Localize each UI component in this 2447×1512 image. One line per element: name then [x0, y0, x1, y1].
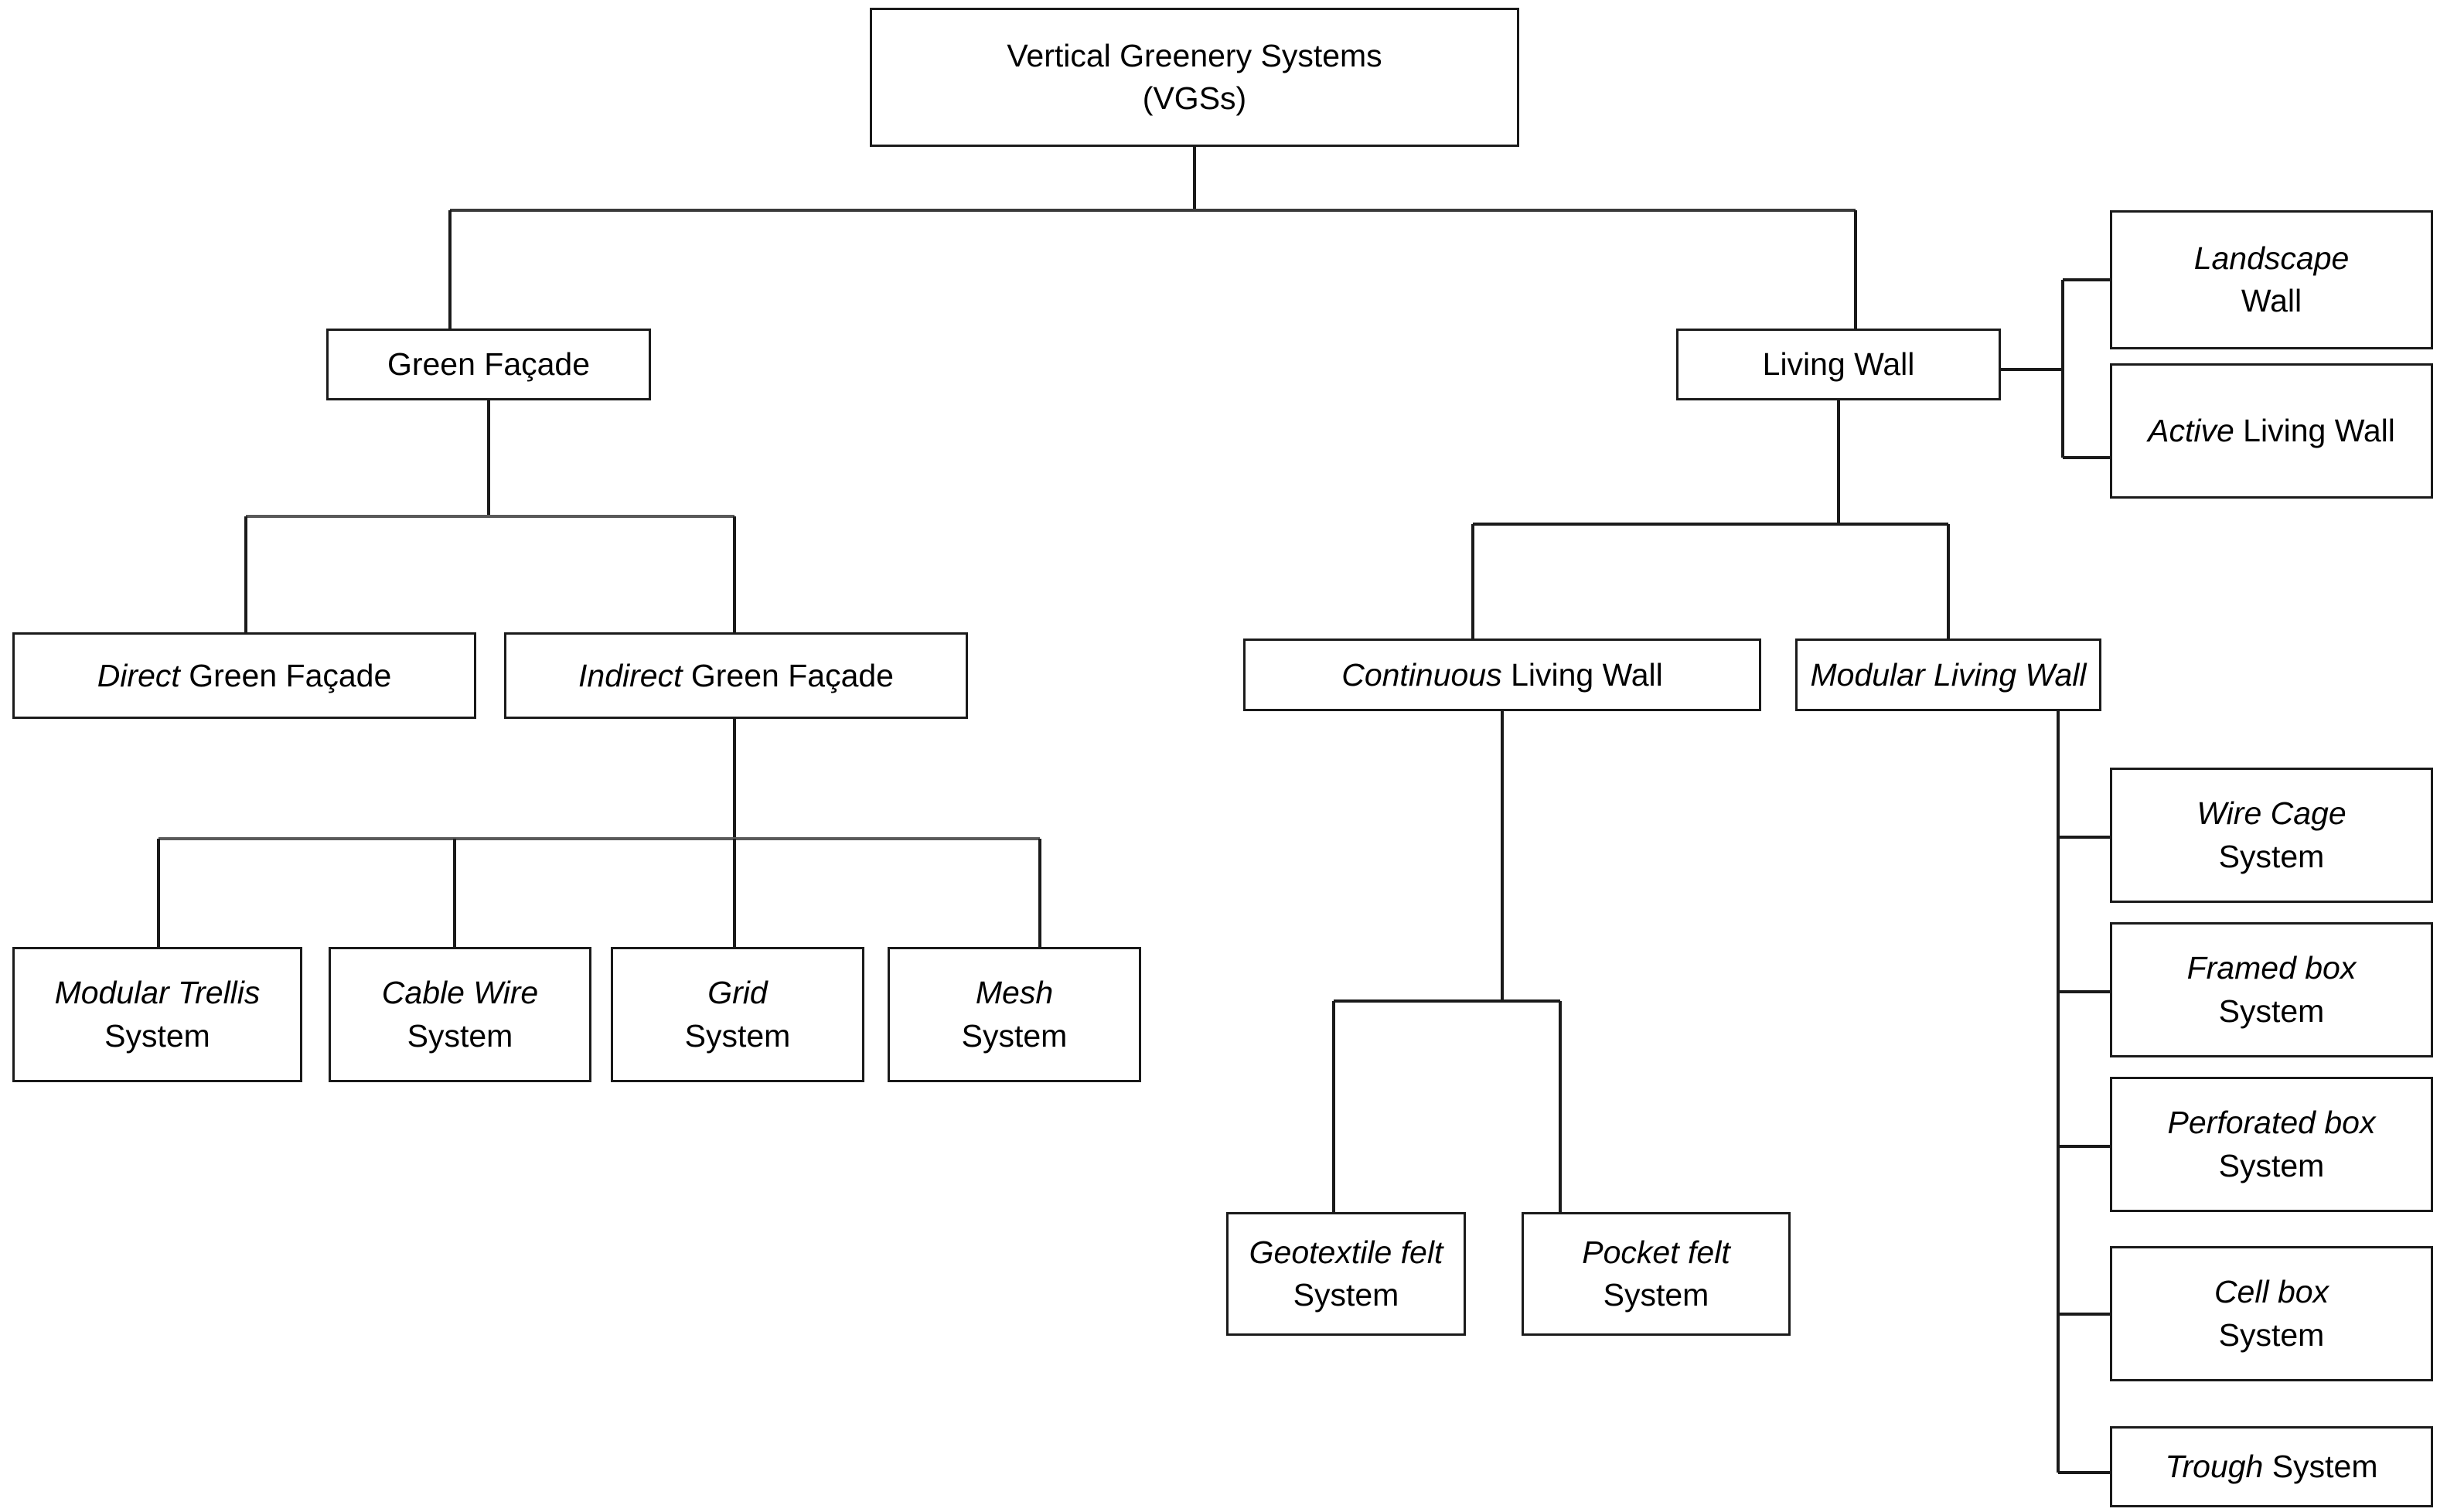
node-living-wall[interactable]: Living Wall — [1676, 329, 2001, 400]
node-grid-system[interactable]: Grid System — [611, 947, 864, 1082]
node-continuous-living-wall[interactable]: Continuous Living Wall — [1243, 639, 1761, 711]
node-direct-green-facade[interactable]: Direct Green Façade — [12, 632, 476, 719]
node-root[interactable]: Vertical Greenery Systems (VGSs) — [870, 8, 1519, 147]
node-active-living-wall[interactable]: Active Living Wall — [2110, 363, 2433, 499]
node-landscape-wall[interactable]: Landscape Wall — [2110, 210, 2433, 349]
node-pocket-felt-system-label: Pocket felt System — [1582, 1234, 1730, 1313]
node-cable-wire-system-label: Cable Wire System — [381, 975, 539, 1054]
node-geotextile-felt-system-label: Geotextile felt System — [1249, 1234, 1443, 1313]
node-framed-box-system-label: Framed box System — [2186, 950, 2357, 1029]
node-cable-wire-system[interactable]: Cable Wire System — [329, 947, 591, 1082]
node-mesh-system-label: Mesh System — [961, 975, 1068, 1054]
node-grid-system-label: Grid System — [684, 975, 791, 1054]
node-framed-box-system[interactable]: Framed box System — [2110, 922, 2433, 1057]
node-pocket-felt-system[interactable]: Pocket felt System — [1522, 1212, 1791, 1336]
node-modular-living-wall-label: Modular Living Wall — [1810, 656, 2087, 693]
node-mesh-system[interactable]: Mesh System — [888, 947, 1141, 1082]
node-wire-cage-system[interactable]: Wire Cage System — [2110, 768, 2433, 903]
node-indirect-green-facade[interactable]: Indirect Green Façade — [504, 632, 968, 719]
node-modular-living-wall[interactable]: Modular Living Wall — [1795, 639, 2101, 711]
node-root-label: Vertical Greenery Systems (VGSs) — [1007, 37, 1382, 116]
node-geotextile-felt-system[interactable]: Geotextile felt System — [1226, 1212, 1466, 1336]
node-direct-green-facade-label: Direct Green Façade — [97, 657, 392, 693]
node-modular-trellis-system[interactable]: Modular Trellis System — [12, 947, 302, 1082]
node-active-living-wall-label: Active Living Wall — [2148, 412, 2395, 448]
node-continuous-living-wall-label: Continuous Living Wall — [1341, 656, 1663, 693]
node-wire-cage-system-label: Wire Cage System — [2197, 795, 2346, 874]
node-living-wall-label: Living Wall — [1762, 346, 1915, 383]
node-indirect-green-facade-label: Indirect Green Façade — [578, 657, 894, 693]
node-trough-system-label: Trough System — [2165, 1449, 2378, 1485]
node-cell-box-system-label: Cell box System — [2214, 1274, 2329, 1353]
node-perforated-box-system-label: Perforated box System — [2167, 1105, 2376, 1183]
node-landscape-wall-label: Landscape Wall — [2193, 240, 2350, 318]
node-green-facade-label: Green Façade — [387, 346, 591, 383]
node-modular-trellis-system-label: Modular Trellis System — [54, 975, 261, 1054]
node-cell-box-system[interactable]: Cell box System — [2110, 1246, 2433, 1381]
node-trough-system[interactable]: Trough System — [2110, 1426, 2433, 1507]
node-perforated-box-system[interactable]: Perforated box System — [2110, 1077, 2433, 1212]
node-green-facade[interactable]: Green Façade — [326, 329, 651, 400]
